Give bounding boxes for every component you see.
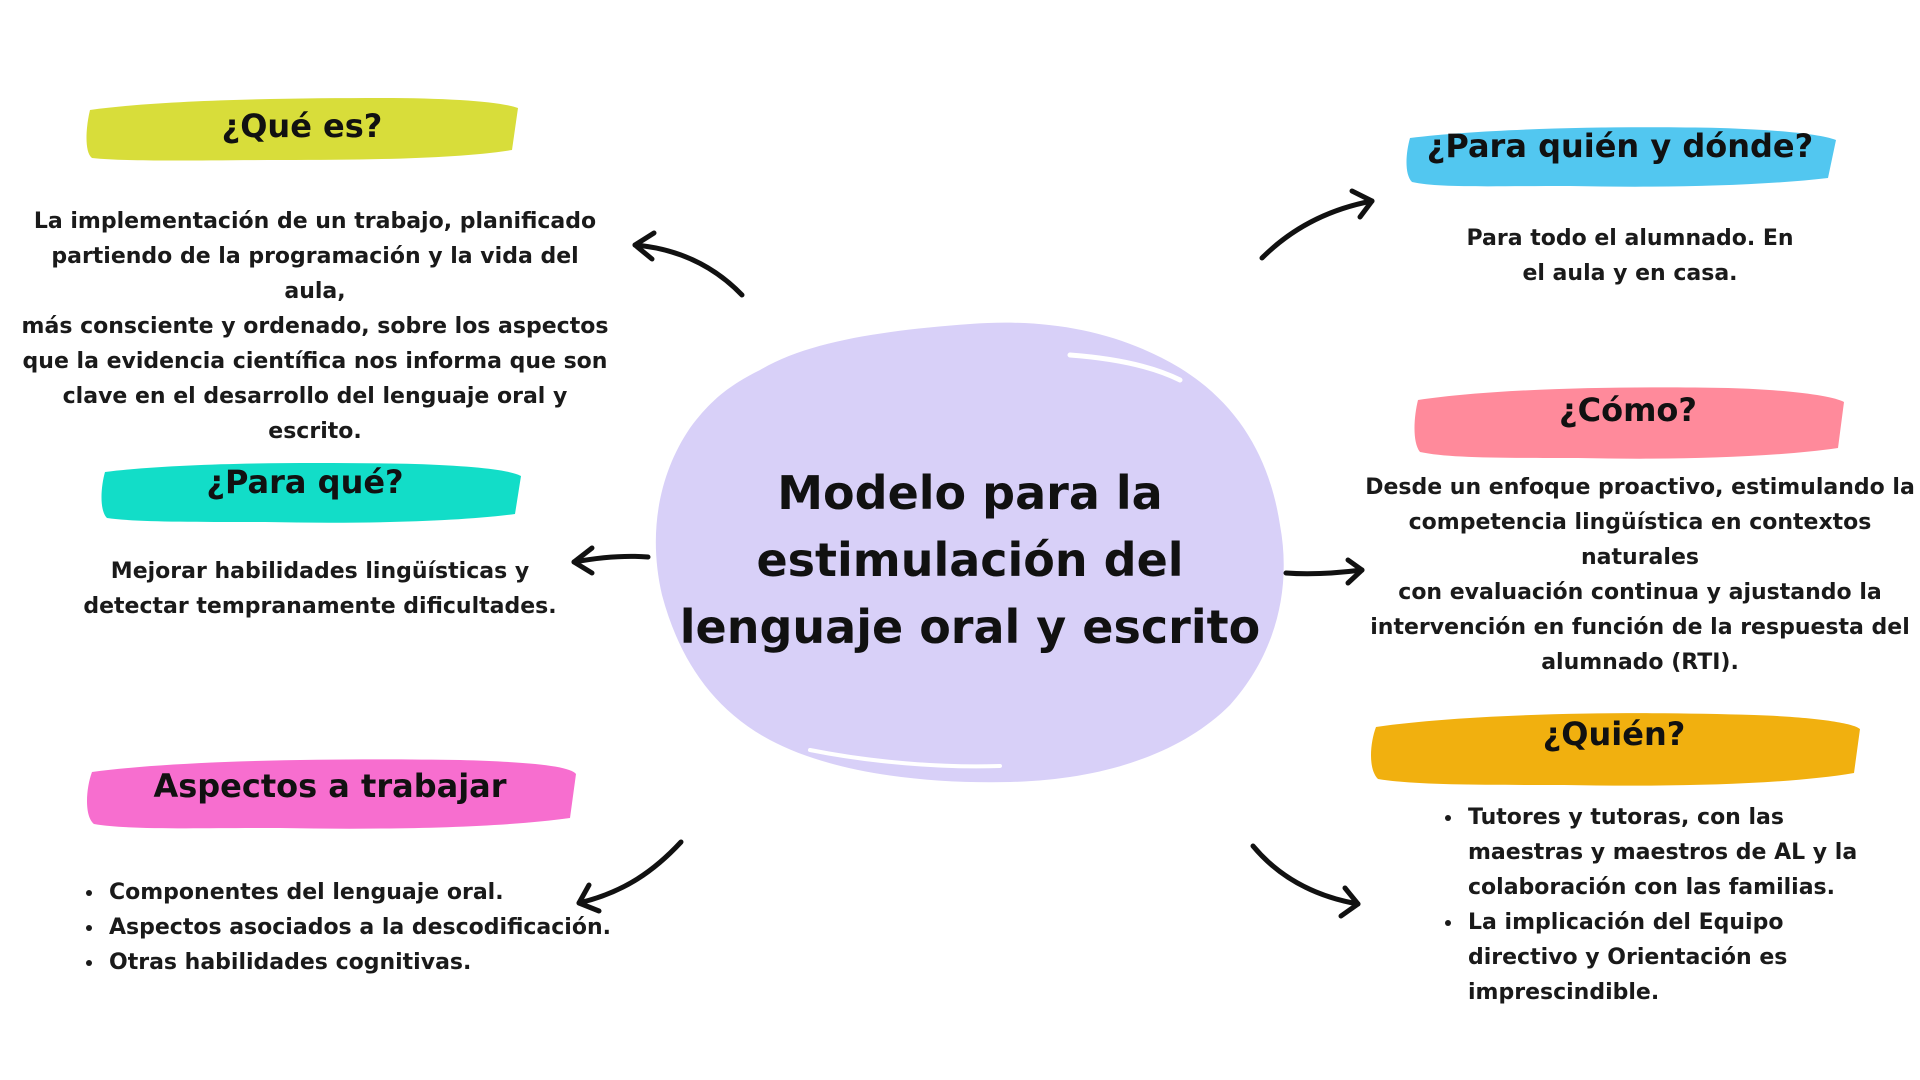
center-blob-streak-2: [687, 597, 1263, 642]
aspectos-list: Componentes del lenguaje oral. Aspectos …: [75, 875, 665, 980]
arrow-to-para-quien-head: [1349, 188, 1375, 220]
arrow-to-que-es-shaft: [632, 242, 745, 298]
center-title-line-1: Modelo para la: [777, 466, 1163, 520]
para-que-heading: ¿Para qué?: [206, 463, 404, 501]
como-line-4: intervención en función de la respuesta …: [1370, 615, 1910, 640]
para-quien-brush-stroke: [1406, 127, 1836, 187]
como-brush-shape: [1414, 387, 1844, 459]
arrow-to-quien-head: [1338, 885, 1361, 919]
quien-item-2-line-3: imprescindible.: [1468, 980, 1660, 1005]
para-quien-brush-shape: [1406, 127, 1836, 187]
que-es-line-1: La implementación de un trabajo, planifi…: [33, 209, 597, 234]
como-line-5: alumnado (RTI).: [1541, 650, 1739, 675]
arrow-to-para-que-head: [571, 545, 595, 576]
que-es-brush-shape: [86, 98, 518, 161]
para-quien-heading: ¿Para quién y dónde?: [1426, 127, 1814, 165]
center-title-line-3: lenguaje oral y escrito: [679, 600, 1261, 654]
para-quien-line-1: Para todo el alumnado. En: [1466, 226, 1794, 251]
para-que-line-2: detectar tempranamente dificultades.: [83, 594, 557, 619]
aspectos-heading: Aspectos a trabajar: [153, 767, 507, 805]
quien-item-2-line-1: La implicación del Equipo: [1468, 910, 1784, 935]
center-title-line-2: estimulación del: [756, 533, 1184, 587]
para-quien-text: Para todo el alumnado. En el aula y en c…: [1430, 221, 1830, 291]
como-brush-stroke: [1414, 387, 1844, 459]
center-blob: [655, 322, 1284, 783]
quien-item-1: Tutores y tutoras, con las maestras y ma…: [1464, 800, 1904, 905]
arrow-to-que-es: [632, 230, 745, 298]
como-line-3: con evaluación continua y ajustando la: [1398, 580, 1882, 605]
para-que-line-1: Mejorar habilidades lingüísticas y: [110, 559, 530, 584]
que-es-line-3: más consciente y ordenado, sobre los asp…: [21, 314, 609, 339]
como-line-2: competencia lingüística en contextos nat…: [1408, 510, 1872, 570]
que-es-line-2: partiendo de la programación y la vida d…: [51, 244, 579, 304]
arrow-to-que-es-head: [632, 230, 657, 262]
quien-list: Tutores y tutoras, con las maestras y ma…: [1434, 800, 1904, 1010]
quien-item-2-line-2: directivo y Orientación es: [1468, 945, 1788, 970]
center-title: Modelo para la estimulación del lenguaje…: [660, 460, 1280, 661]
arrow-to-para-quien: [1259, 188, 1375, 261]
quien-item-1-line-1: Tutores y tutoras, con las: [1468, 805, 1784, 830]
para-que-text: Mejorar habilidades lingüísticas y detec…: [60, 554, 580, 624]
que-es-line-5: clave en el desarrollo del lenguaje oral…: [62, 384, 568, 444]
aspectos-brush-stroke: [87, 759, 576, 829]
aspectos-item-1: Componentes del lenguaje oral.: [105, 875, 665, 910]
arrow-to-quien: [1250, 843, 1361, 919]
arrow-to-como-head: [1345, 557, 1365, 586]
para-quien-line-2: el aula y en casa.: [1522, 261, 1738, 286]
center-blob-streak-1: [725, 425, 1215, 475]
arrow-to-como-shaft: [1283, 567, 1365, 577]
arrow-to-para-quien-shaft: [1259, 198, 1375, 261]
que-es-brush-stroke: [86, 98, 518, 161]
arrow-to-para-que-shaft: [571, 553, 651, 565]
center-blob-white-1: [1067, 352, 1183, 383]
arrow-to-aspectos-head: [576, 882, 602, 914]
quien-item-2: La implicación del Equipo directivo y Or…: [1464, 905, 1904, 1010]
arrow-to-quien-shaft: [1250, 843, 1361, 907]
aspectos-brush-shape: [87, 759, 576, 829]
arrow-to-aspectos-shaft: [576, 839, 684, 906]
como-line-1: Desde un enfoque proactivo, estimulando …: [1365, 475, 1915, 500]
que-es-line-4: que la evidencia científica nos informa …: [22, 349, 608, 374]
quien-brush-shape: [1371, 713, 1860, 786]
aspectos-item-2: Aspectos asociados a la descodificación.: [105, 910, 665, 945]
que-es-heading: ¿Qué es?: [221, 107, 383, 145]
arrow-to-para-que: [571, 545, 651, 576]
para-que-brush-stroke: [101, 462, 521, 523]
como-heading: ¿Cómo?: [1559, 391, 1697, 429]
quien-item-1-line-2: maestras y maestros de AL y la: [1468, 840, 1858, 865]
quien-brush-stroke: [1371, 713, 1860, 786]
center-blob-white-2: [808, 748, 1002, 769]
arrow-to-como: [1283, 557, 1365, 586]
quien-heading: ¿Quién?: [1542, 715, 1686, 753]
que-es-text: La implementación de un trabajo, planifi…: [20, 204, 610, 449]
para-que-brush-shape: [101, 462, 521, 523]
como-text: Desde un enfoque proactivo, estimulando …: [1360, 470, 1920, 680]
arrow-to-aspectos: [576, 839, 684, 914]
aspectos-item-3: Otras habilidades cognitivas.: [105, 945, 665, 980]
quien-item-1-line-3: colaboración con las familias.: [1468, 875, 1835, 900]
